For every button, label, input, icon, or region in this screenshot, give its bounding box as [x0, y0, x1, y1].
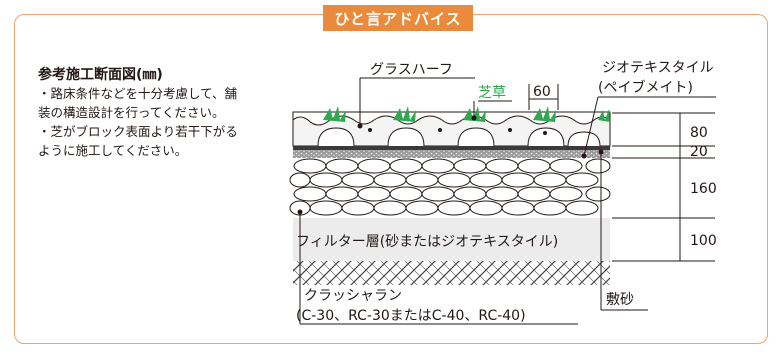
grass-half-label: グラスハーフ: [370, 62, 453, 78]
geotextile-layer: [293, 146, 610, 150]
note-line: ように施工してください。: [38, 143, 188, 158]
filter-layer: [293, 218, 610, 261]
geotextile-sub-label: (ペイブメイト): [598, 79, 693, 96]
sand-label: 敷砂: [606, 292, 634, 308]
crusher-run-layer: [289, 158, 611, 218]
advice-badge: ひと言アドバイス: [323, 5, 473, 31]
grass-half-blocks: [292, 106, 611, 147]
dim-160: 160: [690, 181, 717, 197]
dim-100: 100: [690, 233, 717, 249]
dim-80: 80: [690, 125, 708, 141]
bedding-sand-layer: [293, 150, 610, 158]
filter-label: フィルター層(砂またはジオテキスタイル): [296, 234, 558, 250]
dim-60-label: 60: [533, 84, 551, 100]
section-title: 参考施工断面図(㎜): [38, 67, 163, 83]
crusher-run-spec: (C-30、RC-30またはC-40、RC-40): [296, 308, 526, 324]
crusher-run-label: クラッシャラン: [304, 288, 402, 304]
construction-notes: ・路床条件などを十分考慮して、舗 装の構造設計を行ってください。 ・芝がブロック…: [38, 84, 278, 160]
subgrade-layer: [293, 261, 610, 285]
turf-icon: [323, 106, 610, 122]
note-line: ・路床条件などを十分考慮して、舗: [38, 86, 238, 101]
dim-20: 20: [690, 144, 708, 160]
note-line: 装の構造設計を行ってください。: [38, 105, 225, 120]
leader-geotextile: [583, 96, 599, 157]
dimension-lines: [612, 112, 715, 262]
turf-label: 芝草: [478, 85, 506, 101]
note-line: ・芝がブロック表面より若干下がる: [38, 124, 238, 139]
geotextile-label: ジオテキスタイル: [602, 60, 714, 76]
